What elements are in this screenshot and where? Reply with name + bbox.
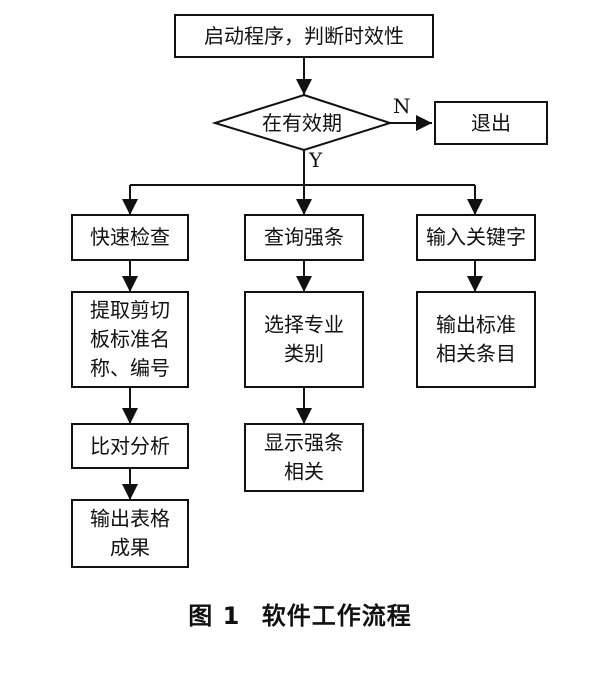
node-label-decision-line-1: 在有效期: [262, 111, 342, 135]
node-label-extract-line-3: 称、编号: [90, 356, 170, 380]
node-label-input-keyword-line-1: 输入关键字: [426, 225, 526, 249]
node-label-select-category-line-2: 类别: [284, 342, 324, 366]
node-label-output-standard-line-2: 相关条目: [436, 342, 516, 366]
node-compare: [71, 423, 189, 469]
node-show-rules: [244, 423, 364, 492]
node-extract: [71, 291, 189, 388]
node-label-show-rules-line-2: 相关: [284, 460, 324, 484]
node-label-compare-line-1: 比对分析: [90, 434, 170, 458]
node-label-extract-line-1: 提取剪切: [90, 298, 170, 322]
node-label-exit-line-1: 退出: [471, 111, 511, 135]
node-label-output-standard-line-1: 输出标准: [436, 313, 516, 337]
node-output-table: [71, 499, 189, 568]
figure-number: 图 1: [188, 602, 241, 630]
node-label-select-category-line-1: 选择专业: [264, 313, 344, 337]
node-output-standard: [416, 291, 536, 388]
node-input-keyword: [416, 214, 536, 261]
node-label-start-line-1: 启动程序，判断时效性: [204, 24, 404, 48]
branch-label-no: N: [393, 94, 411, 118]
node-decision: [211, 93, 394, 152]
figure-caption: 图 1 软件工作流程: [0, 596, 600, 631]
node-label-extract-line-2: 板标准名: [90, 327, 170, 351]
node-query-rules: [244, 214, 364, 261]
branch-label-yes: Y: [308, 148, 323, 172]
node-select-category: [244, 291, 364, 388]
node-start: [174, 14, 434, 58]
node-quick-check: [71, 214, 189, 261]
node-label-show-rules-line-1: 显示强条: [264, 431, 344, 455]
node-label-quick-check-line-1: 快速检查: [90, 225, 170, 249]
figure-title: 软件工作流程: [261, 602, 412, 630]
node-exit: [434, 101, 548, 145]
node-label-output-table-line-1: 输出表格: [90, 507, 170, 531]
node-label-query-rules-line-1: 查询强条: [264, 225, 344, 249]
node-label-output-table-line-2: 成果: [110, 536, 150, 560]
